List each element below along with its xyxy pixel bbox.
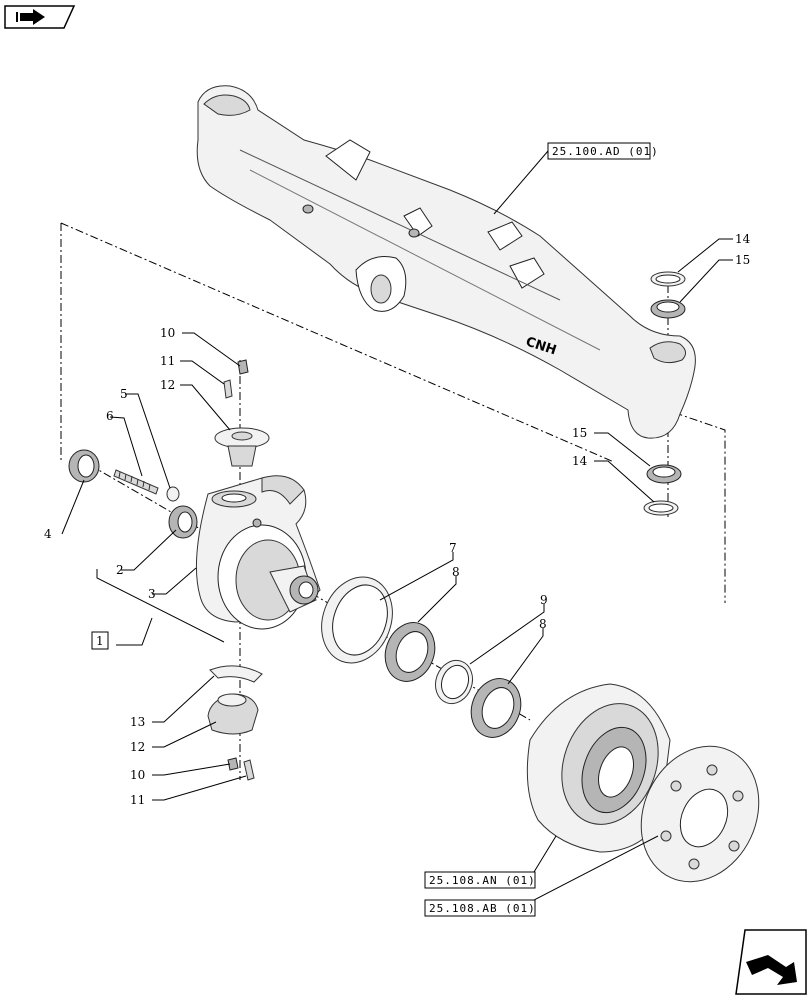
bearing-top	[650, 271, 686, 319]
callout-8-first: 8	[452, 565, 460, 579]
callout-15-top: 15	[735, 253, 750, 267]
bottom-kingpin	[207, 665, 263, 781]
callout-13: 13	[130, 715, 145, 729]
callout-1: 1	[96, 634, 104, 648]
callout-8-second: 8	[539, 617, 547, 631]
top-kingpin	[214, 359, 270, 467]
seal-7	[321, 576, 393, 664]
callout-11-bottom: 11	[130, 793, 145, 807]
callout-9: 9	[540, 593, 548, 607]
callout-3: 3	[148, 587, 156, 601]
stud	[113, 469, 180, 502]
reference-hub[interactable]: 25.108.AN (01)	[424, 871, 536, 889]
axle-housing: CNH	[196, 85, 696, 439]
callout-labels: 4 6 5 2 3 1 10 11 12 13 12 10 11 7 8 9 8…	[44, 232, 751, 807]
svg-text:25.108.AN (01)[interactable]: 25.108.AN (01)	[429, 874, 536, 887]
planetary-disc	[640, 745, 760, 883]
callout-4: 4	[44, 527, 52, 541]
bearing-8a	[384, 622, 436, 682]
callout-5: 5	[120, 387, 128, 401]
callout-12-top: 12	[160, 378, 175, 392]
steering-knuckle	[195, 475, 321, 630]
callout-11-top: 11	[160, 354, 175, 368]
book-arrow-icon[interactable]	[4, 5, 76, 29]
next-page-arrow-icon[interactable]	[735, 929, 807, 995]
callout-15-bottom: 15	[572, 426, 587, 440]
callout-2: 2	[116, 563, 124, 577]
callout-14-top: 14	[735, 232, 751, 246]
callout-6: 6	[106, 409, 114, 423]
reference-axle-housing[interactable]: 25.100.AD (01)	[547, 142, 659, 160]
bearing-bottom	[643, 464, 682, 516]
seal-left	[68, 449, 100, 483]
reference-planetary[interactable]: 25.108.AB (01)	[424, 899, 536, 917]
bearing-8b	[470, 678, 522, 738]
callout-10-top: 10	[160, 326, 175, 340]
wheel-hub	[526, 683, 671, 853]
callout-10-bottom: 10	[130, 768, 145, 782]
callout-7: 7	[449, 541, 457, 555]
callout-12-bottom: 12	[130, 740, 145, 754]
ring-9	[434, 659, 474, 705]
svg-text:25.108.AB (01)[interactable]: 25.108.AB (01)	[429, 902, 536, 915]
callout-14-bottom: 14	[572, 454, 588, 468]
svg-text:25.100.AD (01)[interactable]: 25.100.AD (01)	[552, 145, 659, 158]
callout-1-box	[91, 631, 109, 650]
